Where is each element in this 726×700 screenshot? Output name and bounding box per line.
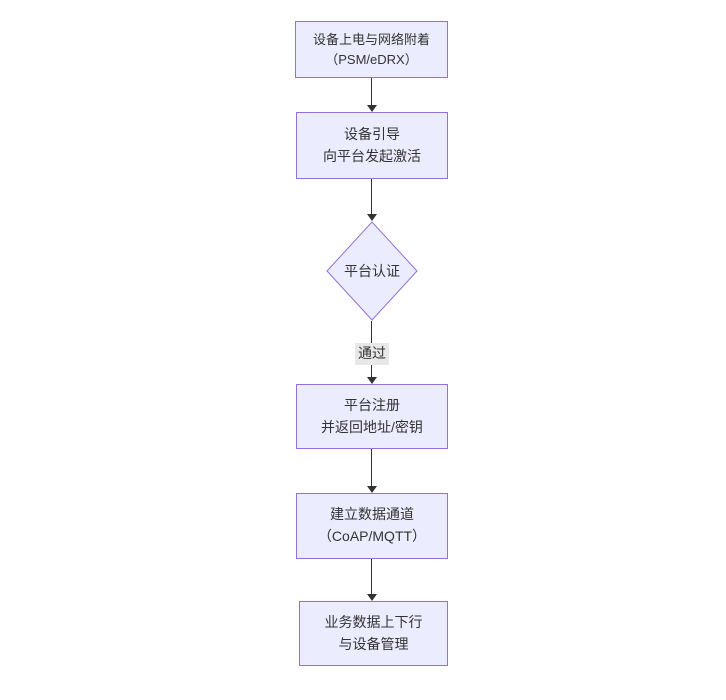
node-platform-auth: 平台认证 bbox=[326, 221, 418, 321]
node-data-channel: 建立数据通道 （CoAP/MQTT） bbox=[296, 493, 448, 559]
edge-5-line bbox=[371, 559, 372, 594]
node-data-channel-line1: 建立数据通道 bbox=[330, 506, 414, 523]
node-platform-register: 平台注册 并返回地址/密钥 bbox=[296, 384, 448, 449]
edge-1-line bbox=[371, 78, 372, 105]
node-platform-register-line2: 并返回地址/密钥 bbox=[321, 418, 423, 435]
edge-2-line bbox=[371, 179, 372, 214]
edge-5-arrowhead-icon bbox=[367, 594, 377, 601]
node-bootstrap-line2: 向平台发起激活 bbox=[323, 147, 421, 164]
edge-3-label: 通过 bbox=[355, 343, 389, 365]
edge-4-arrowhead-icon bbox=[367, 486, 377, 493]
edge-3-arrowhead-icon bbox=[367, 377, 377, 384]
node-platform-register-line1: 平台注册 bbox=[344, 396, 400, 413]
node-business-data-line1: 业务数据上下行 bbox=[324, 613, 423, 630]
edge-2-arrowhead-icon bbox=[367, 214, 377, 221]
edge-4-line bbox=[371, 449, 372, 486]
node-power-attach-line2: （PSM/eDRX） bbox=[325, 51, 418, 67]
node-business-data-line2: 与设备管理 bbox=[338, 635, 409, 652]
node-bootstrap: 设备引导 向平台发起激活 bbox=[296, 112, 448, 179]
diamond-shape bbox=[326, 221, 418, 321]
node-business-data: 业务数据上下行 与设备管理 bbox=[299, 601, 448, 666]
node-power-attach-line1: 设备上电与网络附着 bbox=[312, 32, 430, 47]
node-data-channel-line2: （CoAP/MQTT） bbox=[317, 528, 427, 544]
node-platform-auth-label: 平台认证 bbox=[344, 263, 400, 279]
node-power-attach: 设备上电与网络附着 （PSM/eDRX） bbox=[295, 21, 448, 78]
edge-1-arrowhead-icon bbox=[367, 105, 377, 112]
node-bootstrap-line1: 设备引导 bbox=[344, 125, 400, 142]
